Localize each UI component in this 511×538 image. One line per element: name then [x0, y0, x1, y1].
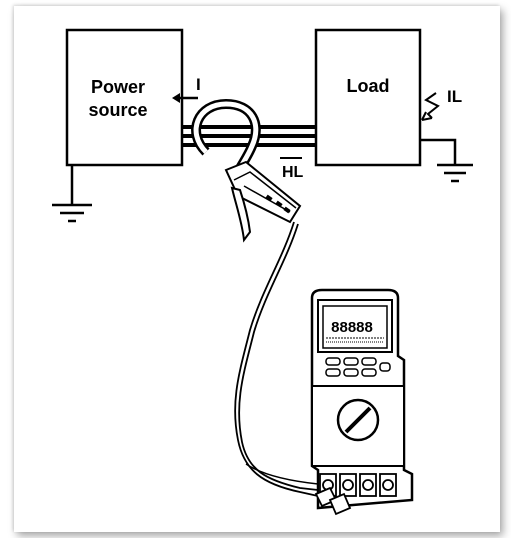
clamp-marker-label: HL	[282, 164, 304, 181]
clamp-marker: HL	[280, 157, 304, 181]
current-arrow-icon	[172, 93, 198, 103]
power-source-label-2: source	[88, 100, 147, 120]
load-box	[314, 28, 422, 167]
power-source-box	[65, 28, 184, 167]
clamp-meter-body	[224, 160, 302, 243]
leakage-current-label: IL	[447, 87, 462, 106]
load-ground-symbol	[420, 138, 473, 183]
power-ground-symbol	[52, 165, 92, 223]
meter-terminals	[319, 473, 397, 497]
test-lead-cable	[234, 221, 319, 497]
leakage-arrow-icon	[421, 92, 440, 121]
clamp-jaw	[191, 98, 261, 175]
test-lead-plugs	[314, 486, 352, 516]
meter-display-value: 88888	[331, 319, 373, 336]
meter-buttons	[325, 357, 391, 377]
load-label: Load	[347, 76, 390, 96]
multimeter: 88888	[310, 288, 414, 516]
power-source-label-1: Power	[91, 77, 145, 97]
current-label: I	[196, 75, 201, 94]
